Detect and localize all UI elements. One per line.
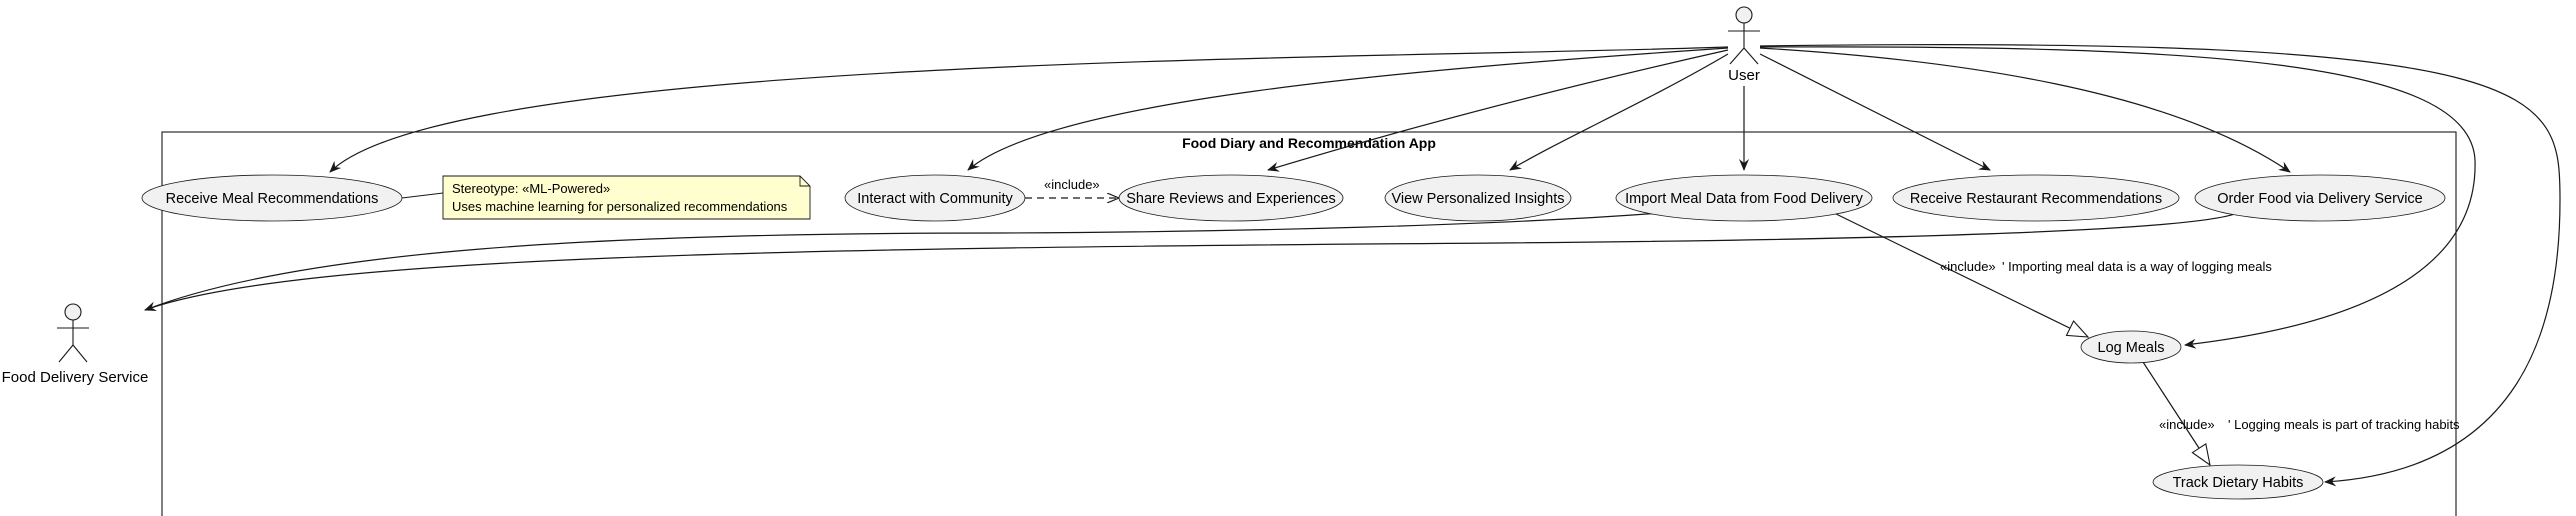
include-import-label: «include» [1940,259,1996,274]
actor-user-label: User [1728,67,1760,84]
actor-user[interactable]: User [1728,6,1760,84]
include-log-label: «include» [2159,417,2215,432]
use-case-share-reviews[interactable]: Share Reviews and Experiences [1118,174,1344,222]
import-log-edge [1831,211,2088,337]
note-line-2: Uses machine learning for personalized r… [452,199,788,214]
ml-powered-note: Stereotype: «ML-Powered» Uses machine le… [442,175,811,220]
use-case-view-personalized-insights[interactable]: View Personalized Insights [1384,174,1572,222]
svg-text:Receive Restaurant Recommendat: Receive Restaurant Recommendations [1910,191,2162,207]
svg-text:Order Food via Delivery Servic: Order Food via Delivery Service [2217,191,2423,207]
actor-food-delivery-service[interactable]: Food Delivery Service [2,303,149,386]
actor-food-delivery-label: Food Delivery Service [2,369,149,386]
svg-text:Track Dietary Habits: Track Dietary Habits [2173,475,2304,491]
use-case-track-dietary-habits[interactable]: Track Dietary Habits [2152,464,2324,500]
use-case-receive-meal-recommendations[interactable]: Receive Meal Recommendations [141,174,403,222]
note-line-1: Stereotype: «ML-Powered» [452,181,610,196]
svg-text:Import Meal Data from Food Del: Import Meal Data from Food Delivery [1625,191,1863,207]
use-case-order-food-via-delivery[interactable]: Order Food via Delivery Service [2194,174,2446,222]
use-case-interact-with-community[interactable]: Interact with Community [844,174,1026,222]
log-track-edge [2142,361,2210,465]
import-comment: ' Importing meal data is a way of loggin… [2002,259,2272,274]
svg-text:View Personalized Insights: View Personalized Insights [1391,191,1564,207]
include-share-label: «include» [1044,177,1100,192]
svg-text:Interact with Community: Interact with Community [857,191,1013,207]
user-associations [329,44,2561,487]
use-case-receive-restaurant-recommendations[interactable]: Receive Restaurant Recommendations [1892,174,2180,222]
log-comment: ' Logging meals is part of tracking habi… [2228,417,2460,432]
svg-text:Receive Meal Recommendations: Receive Meal Recommendations [166,191,379,207]
use-case-log-meals[interactable]: Log Meals [2080,330,2182,364]
delivery-associations [144,207,2241,312]
system-title: Food Diary and Recommendation App [1182,135,1436,151]
note-connector [401,192,444,199]
svg-text:Share Reviews and Experiences: Share Reviews and Experiences [1126,191,1336,207]
use-case-import-meal-data[interactable]: Import Meal Data from Food Delivery [1615,174,1873,222]
svg-text:Log Meals: Log Meals [2098,340,2165,356]
system-boundary [161,131,2457,516]
